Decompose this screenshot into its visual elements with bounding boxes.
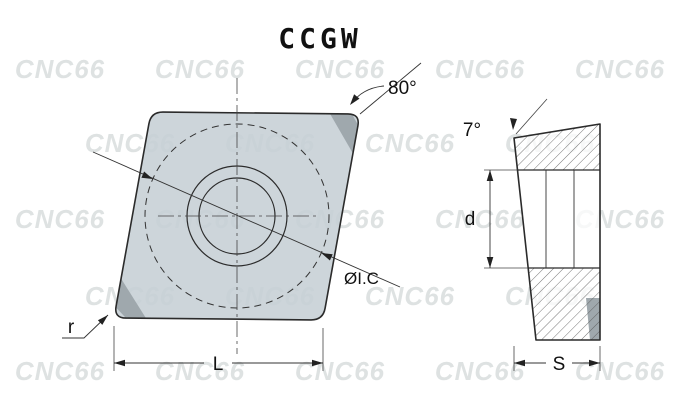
- ic-arrow-left: [141, 171, 153, 179]
- insert-outline: [114, 111, 360, 321]
- d-arrow-top: [486, 170, 494, 181]
- angle-arc: [351, 85, 385, 104]
- watermark-text: CNC66: [15, 54, 105, 84]
- thickness-label: S: [553, 354, 566, 375]
- corner-tip-bottom-left: [116, 278, 146, 319]
- watermark-text: CNC66: [435, 54, 525, 84]
- watermark-text: CNC66: [15, 204, 105, 234]
- clearance-arrow: [510, 118, 517, 130]
- l-arrow-left: [114, 359, 125, 367]
- ic-arrow-right: [321, 253, 333, 261]
- s-arrow-left: [514, 359, 525, 367]
- angle-arrow: [350, 94, 360, 105]
- hole-dia-label: d: [465, 209, 476, 230]
- angle-leader-line: [359, 62, 422, 115]
- watermark-text: CNC66: [435, 356, 525, 386]
- hatch-top: [514, 124, 600, 170]
- watermark-text: CNC66: [365, 128, 455, 158]
- watermark-text: CNC66: [155, 356, 245, 386]
- corner-tip-top-right: [330, 113, 358, 154]
- drawing-title: CCGW: [278, 22, 361, 55]
- length-label: L: [213, 354, 224, 375]
- hatch-bottom: [528, 268, 600, 340]
- front-view: ØI.C 80° r L: [62, 62, 422, 375]
- watermark-text: CNC66: [575, 356, 665, 386]
- clearance-label: 7°: [463, 120, 481, 141]
- watermark-text: CNC66: [295, 356, 385, 386]
- watermark-text: CNC66: [155, 54, 245, 84]
- l-arrow-right: [312, 359, 323, 367]
- radius-arrow: [97, 315, 108, 325]
- clearance-ext-line: [515, 98, 548, 135]
- watermark-text: CNC66: [575, 54, 665, 84]
- side-view: 7° d S: [463, 98, 601, 375]
- watermark-text: CNC66: [435, 204, 525, 234]
- watermark-text: CNC66: [15, 356, 105, 386]
- angle-label: 80°: [388, 78, 417, 99]
- watermark-text: CNC66: [295, 54, 385, 84]
- section-outline: [513, 123, 601, 341]
- radius-leader: [62, 314, 109, 339]
- s-arrow-right: [589, 359, 600, 367]
- ic-label: ØI.C: [344, 269, 379, 288]
- d-arrow-bottom: [486, 257, 494, 268]
- watermark-text: CNC66: [365, 281, 455, 311]
- radius-label: r: [68, 317, 75, 338]
